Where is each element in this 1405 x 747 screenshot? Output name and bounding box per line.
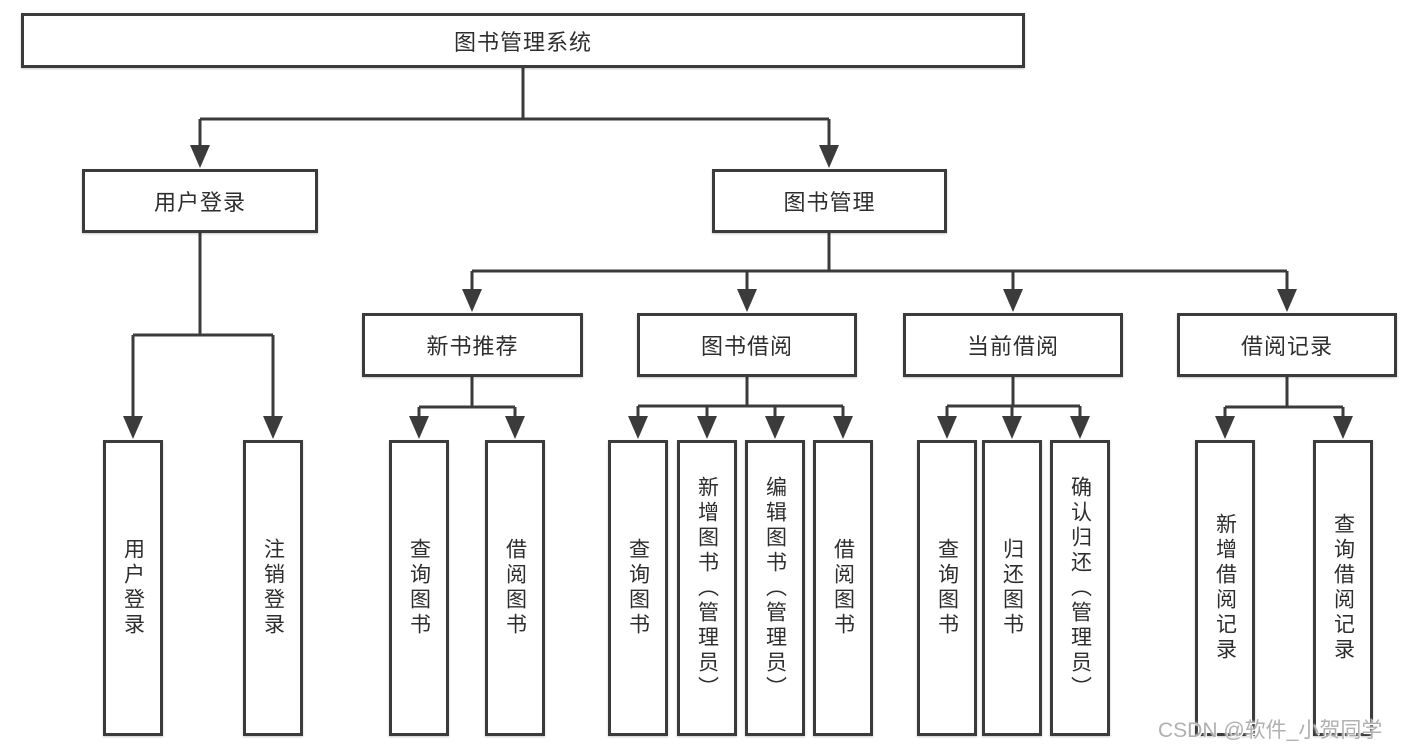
node-user-login-label: 用户登录 [153,190,246,215]
leaf-edit-books-admin: 编辑图书（管理员） [745,440,805,736]
watermark: CSDN @软件_小贺同学 [1158,719,1383,742]
node-book-management-label: 图书管理 [783,190,876,215]
leaf-user-login-label: 用户登录 [121,538,145,638]
node-book-borrowing-label: 图书借阅 [700,334,793,359]
node-book-management: 图书管理 [712,169,947,233]
leaf-add-books-admin: 新增图书（管理员） [677,440,737,736]
leaf-user-login: 用户登录 [103,440,163,736]
leaf-borrowing-borrow-books-label: 借阅图书 [831,538,855,638]
leaf-recommend-borrow-books-label: 借阅图书 [503,538,527,638]
node-book-borrowing: 图书借阅 [637,313,857,377]
leaf-add-books-admin-label: 新增图书（管理员） [695,475,719,701]
node-library-system-label: 图书管理系统 [453,29,592,55]
leaf-add-borrow-record-label: 新增借阅记录 [1213,513,1237,663]
leaf-confirm-return-admin: 确认归还（管理员） [1050,440,1110,736]
leaf-confirm-return-admin-label: 确认归还（管理员） [1068,475,1092,701]
node-borrowing-records: 借阅记录 [1177,313,1397,377]
leaf-borrowing-query-books-label: 查询图书 [626,538,650,638]
leaf-borrowing-query-books: 查询图书 [608,440,668,736]
leaf-return-books: 归还图书 [982,440,1042,736]
leaf-return-books-label: 归还图书 [1000,538,1024,638]
arrowheads [123,145,1353,439]
node-current-borrowing: 当前借阅 [903,313,1123,377]
node-library-system: 图书管理系统 [21,13,1025,68]
leaf-query-borrow-record: 查询借阅记录 [1313,440,1373,736]
leaf-query-borrow-record-label: 查询借阅记录 [1331,513,1355,663]
leaf-borrowing-borrow-books: 借阅图书 [813,440,873,736]
leaf-add-borrow-record: 新增借阅记录 [1195,440,1255,736]
node-new-book-recommend-label: 新书推荐 [426,334,519,359]
node-user-login: 用户登录 [82,169,318,233]
node-current-borrowing-label: 当前借阅 [966,334,1059,359]
leaf-recommend-borrow-books: 借阅图书 [485,440,545,736]
leaf-current-query-books: 查询图书 [917,440,977,736]
leaf-edit-books-admin-label: 编辑图书（管理员） [763,475,787,701]
leaf-logout: 注销登录 [243,440,303,736]
node-borrowing-records-label: 借阅记录 [1240,334,1333,359]
leaf-current-query-books-label: 查询图书 [935,538,959,638]
connector-paths [131,68,1345,421]
leaf-recommend-query-books-label: 查询图书 [407,538,431,638]
leaf-logout-label: 注销登录 [261,538,285,638]
leaf-recommend-query-books: 查询图书 [389,440,449,736]
node-new-book-recommend: 新书推荐 [362,313,583,377]
